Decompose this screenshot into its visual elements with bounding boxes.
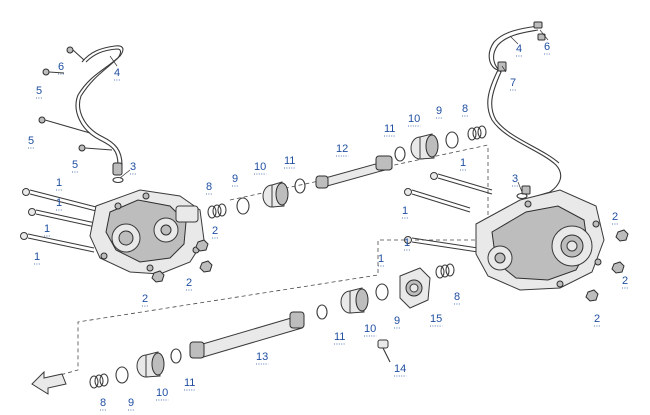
callout-1: 1 [56, 197, 62, 209]
spring-left-lower [89, 373, 109, 389]
callout-4: 4 [114, 67, 120, 79]
callout-5: 5 [72, 159, 78, 171]
callout-5: 5 [28, 135, 34, 147]
bolt-left-3 [20, 232, 95, 253]
shaft-13 [189, 311, 305, 359]
callout-1: 1 [404, 237, 410, 249]
callout-labels: 1 1 1 1 1 1 1 1 2 2 2 2 2 2 3 3 4 4 5 5 … [28, 41, 629, 411]
boot-10-right-lower [340, 287, 369, 314]
callout-6: 6 [58, 61, 64, 73]
boot-10-left-lower [136, 351, 165, 378]
callout-9: 9 [232, 173, 238, 185]
callout-9: 9 [394, 315, 400, 327]
callout-4: 4 [516, 43, 522, 55]
callout-6: 6 [544, 41, 550, 53]
callout-1: 1 [44, 223, 50, 235]
callout-2: 2 [622, 275, 628, 287]
callout-9: 9 [436, 105, 442, 117]
callout-8: 8 [454, 291, 460, 303]
callout-11: 11 [284, 155, 295, 167]
callout-2: 2 [212, 225, 218, 237]
bolt-right-1 [430, 172, 493, 195]
callout-14: 14 [394, 363, 406, 375]
leader-lines [109, 29, 549, 193]
bolt-right-3 [404, 236, 479, 253]
callout-3: 3 [130, 161, 136, 173]
callout-13: 13 [256, 351, 268, 363]
callout-10: 10 [408, 113, 420, 125]
ring-9-left-upper [236, 197, 250, 215]
callout-5: 5 [36, 85, 42, 97]
ring-11-left-upper [294, 178, 306, 194]
spring-right-upper [467, 125, 487, 141]
callout-11: 11 [334, 331, 345, 343]
callout-11: 11 [384, 123, 395, 135]
callout-10: 10 [156, 387, 168, 399]
callout-2: 2 [612, 211, 618, 223]
callout-10: 10 [364, 323, 376, 335]
callout-8: 8 [100, 397, 106, 409]
ring-9-right-lower [375, 283, 389, 301]
boot-10-left-upper [262, 181, 289, 208]
ring-11-left-lower [170, 348, 182, 364]
callout-9: 9 [128, 397, 134, 409]
bolt-left-1 [22, 188, 101, 213]
shaft-12 [315, 155, 393, 189]
mounting-bolts [20, 172, 493, 253]
spring-left-upper [207, 203, 227, 219]
callout-7: 7 [510, 77, 516, 89]
callout-1: 1 [56, 177, 62, 189]
callout-8: 8 [206, 181, 212, 193]
callout-3: 3 [512, 173, 518, 185]
upper-shaft-assembly [207, 125, 487, 219]
callout-1: 1 [378, 253, 384, 265]
front-direction-arrow [31, 370, 67, 395]
callout-2: 2 [594, 313, 600, 325]
bolt-left-2 [28, 208, 101, 229]
callout-11: 11 [184, 377, 195, 389]
left-wiring-harness [38, 45, 124, 176]
ring-11-right-lower [316, 304, 328, 320]
callout-2: 2 [186, 277, 192, 289]
callout-12: 12 [336, 143, 348, 155]
ring-11-right-upper [394, 146, 406, 162]
bolt-right-2 [404, 188, 471, 213]
callout-1: 1 [460, 157, 466, 169]
pin-14 [377, 339, 391, 363]
boot-10-right-upper [410, 133, 439, 160]
callout-2: 2 [142, 293, 148, 305]
callout-8: 8 [462, 103, 468, 115]
ring-9-left-lower [115, 366, 129, 384]
lower-shaft-assembly [89, 263, 455, 389]
nuts [151, 229, 629, 302]
right-differential-housing [475, 189, 605, 291]
left-differential-housing [89, 189, 205, 275]
clamps [112, 176, 528, 200]
ring-9-right-upper [445, 131, 459, 149]
callout-1: 1 [402, 205, 408, 217]
callout-10: 10 [254, 161, 266, 173]
callout-15: 15 [430, 313, 442, 325]
flange-15 [399, 267, 431, 309]
callout-1: 1 [34, 251, 40, 263]
spring-right-lower [435, 263, 455, 279]
